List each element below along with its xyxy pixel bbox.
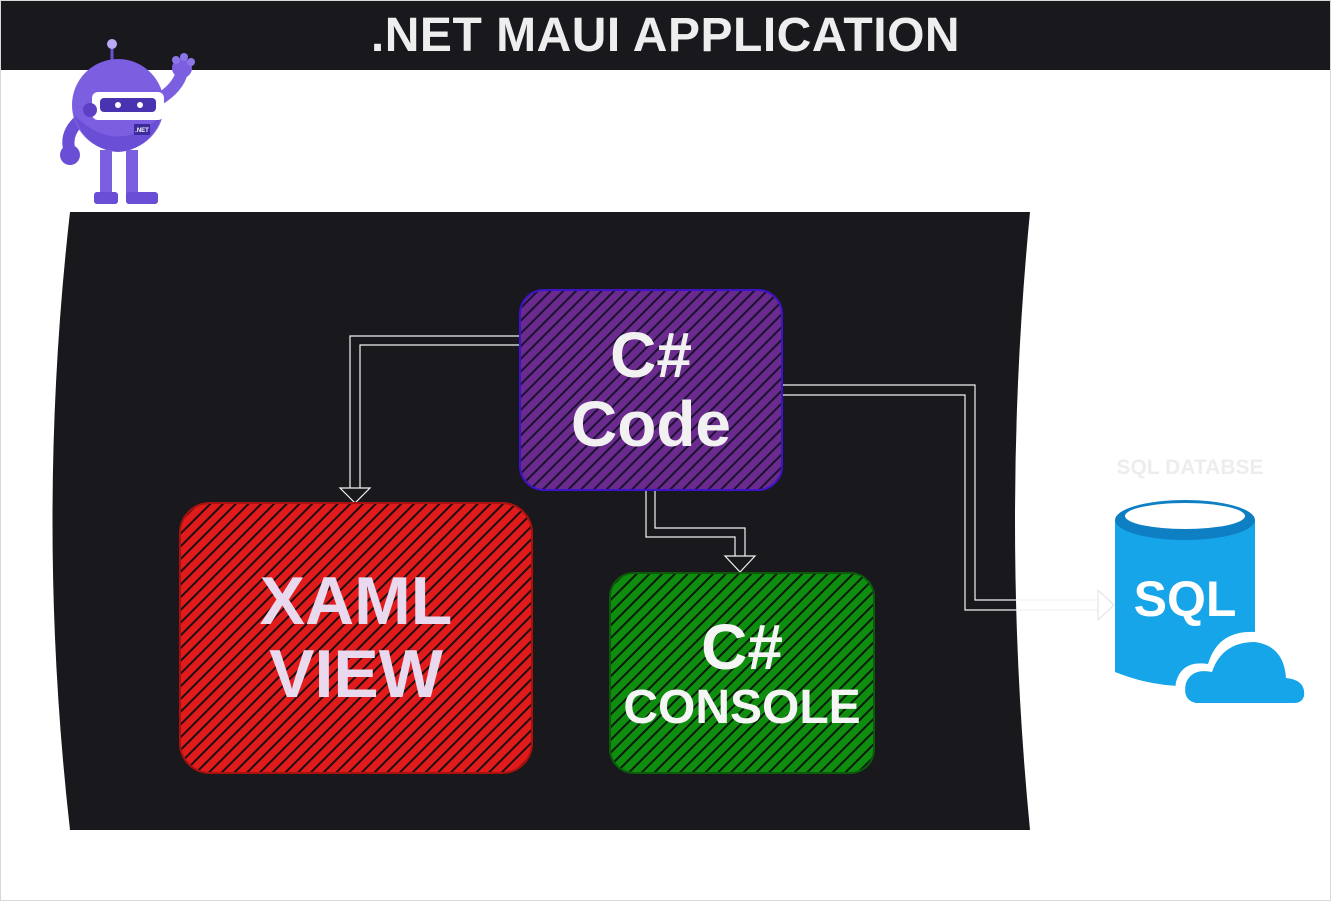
node-code-line2: Code [571,388,731,460]
dotnet-bot-mascot-icon: .NET [60,39,195,204]
node-xaml-line1: XAML [259,562,453,639]
sql-database-caption: SQL DATABSE [1116,456,1264,479]
node-console-label: C# CONSOLE [610,573,874,773]
node-console-box [609,572,875,774]
node-xaml-line2: VIEW [269,636,443,712]
connector-code-to-sql [782,384,1115,622]
sql-database-icon [1115,500,1314,708]
node-xaml-box [179,502,533,774]
node-console-line2: CONSOLE [623,680,861,734]
node-console-line1: C# [701,610,783,683]
page-title: .NET MAUI APPLICATION [0,0,1331,70]
connector-code-to-xaml [338,335,520,504]
sql-database-label: SQL [1133,571,1237,627]
node-code-line1: C# [610,318,692,391]
node-xaml-label: XAML VIEW [180,503,532,773]
node-code-box [519,289,783,491]
node-code-label: C# Code [520,290,782,490]
connector-code-to-console [645,490,757,573]
mascot-badge: .NET [135,128,149,134]
